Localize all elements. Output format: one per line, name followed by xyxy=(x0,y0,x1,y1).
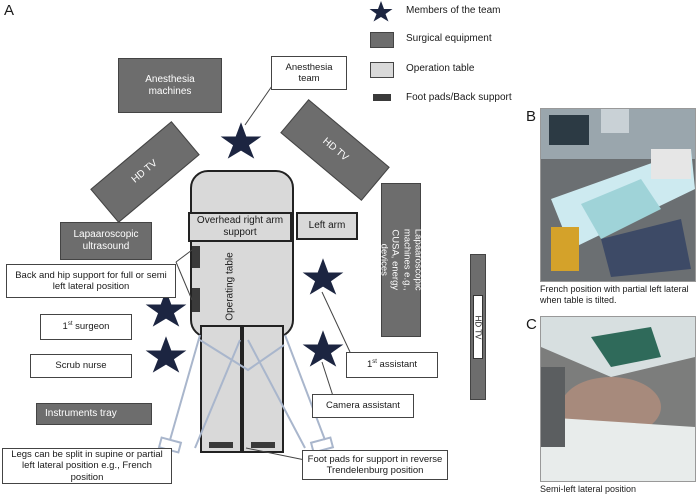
caption-c: Semi-left lateral position xyxy=(540,484,637,494)
anesthesia-team-star-icon xyxy=(218,118,264,162)
foot-pads-label: Foot pads for support in reverse Trendel… xyxy=(307,453,443,476)
camera-assistant-label: Camera assistant xyxy=(326,400,400,412)
laparoscopic-ultrasound-label: Lapaaroscopic ultrasound xyxy=(73,229,139,252)
legend-pad-swatch xyxy=(373,94,391,101)
left-leg-section xyxy=(200,325,242,453)
first-assistant-label: 1st assistant xyxy=(367,359,417,371)
laparoscopic-machines: Lapaaroscopic machines e.g., CUSA, energ… xyxy=(378,183,424,337)
hd-tv-left: HD TV xyxy=(90,121,200,223)
first-surgeon-sup: st xyxy=(67,321,73,328)
right-leg-section xyxy=(242,325,284,453)
legend-label-members: Members of the team xyxy=(406,5,501,16)
legend-table-swatch xyxy=(370,62,394,78)
hd-tv-far-label: HD TV xyxy=(473,315,483,339)
legs-split-callout: Legs can be split in supine or partial l… xyxy=(2,448,172,484)
legs-split-label: Legs can be split in supine or partial l… xyxy=(11,448,163,483)
first-surgeon-callout: 1st surgeon xyxy=(40,314,132,340)
legend-equipment-swatch xyxy=(370,32,394,48)
first-assistant-sup: st xyxy=(372,359,377,366)
operating-table-label-wrap: Operating table xyxy=(210,246,250,326)
panel-label-b: B xyxy=(526,108,537,125)
instruments-tray-label: Instruments tray xyxy=(45,408,117,419)
scrub-nurse-callout: Scrub nurse xyxy=(30,354,132,378)
photo-french-position xyxy=(540,108,696,282)
back-hip-support-callout: Back and hip support for full or semi le… xyxy=(6,264,176,298)
hd-tv-right: HD TV xyxy=(280,99,390,201)
legend-label-pads: Foot pads/Back support xyxy=(406,92,512,103)
caption-b: French position with partial left latera… xyxy=(540,284,689,306)
back-support-pad-upper xyxy=(192,246,200,268)
hd-tv-right-label: HD TV xyxy=(320,135,351,164)
anesthesia-team-label: Anesthesia team xyxy=(285,61,333,84)
camera-assistant-star-icon xyxy=(300,326,346,370)
legend-label-table: Operation table xyxy=(406,63,475,74)
instruments-tray: Instruments tray xyxy=(36,403,152,425)
anesthesia-team-callout: Anesthesia team xyxy=(271,56,347,90)
first-assistant-star-icon xyxy=(300,254,346,298)
scrub-nurse-label: Scrub nurse xyxy=(55,360,107,372)
first-surgeon-label: 1st surgeon xyxy=(63,321,110,333)
hd-tv-far: HD TV xyxy=(470,254,486,400)
anesthesia-machines-label: Anesthesia machines xyxy=(145,73,195,97)
first-assistant-word: assistant xyxy=(376,359,418,371)
overhead-support-box: Overhead right arm support xyxy=(188,212,292,242)
panel-label-c: C xyxy=(526,316,537,333)
anesthesia-machines: Anesthesia machines xyxy=(118,58,222,113)
first-surgeon-star-icon xyxy=(143,286,189,330)
hd-tv-far-screen: HD TV xyxy=(473,295,483,359)
legend-star-icon xyxy=(368,0,394,22)
first-surgeon-num: 1 xyxy=(62,321,68,333)
hd-tv-left-label: HD TV xyxy=(129,157,160,186)
back-hip-support-label: Back and hip support for full or semi le… xyxy=(15,269,167,292)
back-support-pad-lower xyxy=(192,288,200,312)
first-assistant-callout: 1st assistant xyxy=(346,352,438,378)
left-arm-label: Left arm xyxy=(308,220,346,231)
first-surgeon-word: surgeon xyxy=(72,321,110,333)
photo-semi-left-lateral xyxy=(540,316,696,482)
laparoscopic-ultrasound: Lapaaroscopic ultrasound xyxy=(60,222,152,260)
overhead-support-label: Overhead right arm support xyxy=(196,215,284,238)
camera-assistant-callout: Camera assistant xyxy=(312,394,414,418)
foot-pad-right xyxy=(251,442,275,448)
operating-table-label: Operating table xyxy=(224,251,236,321)
panel-label-a: A xyxy=(4,2,15,19)
scrub-nurse-star-icon xyxy=(143,332,189,376)
legend-label-equipment: Surgical equipment xyxy=(406,33,492,44)
foot-pad-left xyxy=(209,442,233,448)
first-assistant-num: 1 xyxy=(366,359,373,371)
foot-pads-callout: Foot pads for support in reverse Trendel… xyxy=(302,450,448,480)
left-arm-board: Left arm xyxy=(296,212,358,240)
laparoscopic-machines-label: Lapaaroscopic machines e.g., CUSA, energ… xyxy=(378,229,424,291)
overhead-right-arm-support: Overhead right arm support xyxy=(188,212,292,252)
